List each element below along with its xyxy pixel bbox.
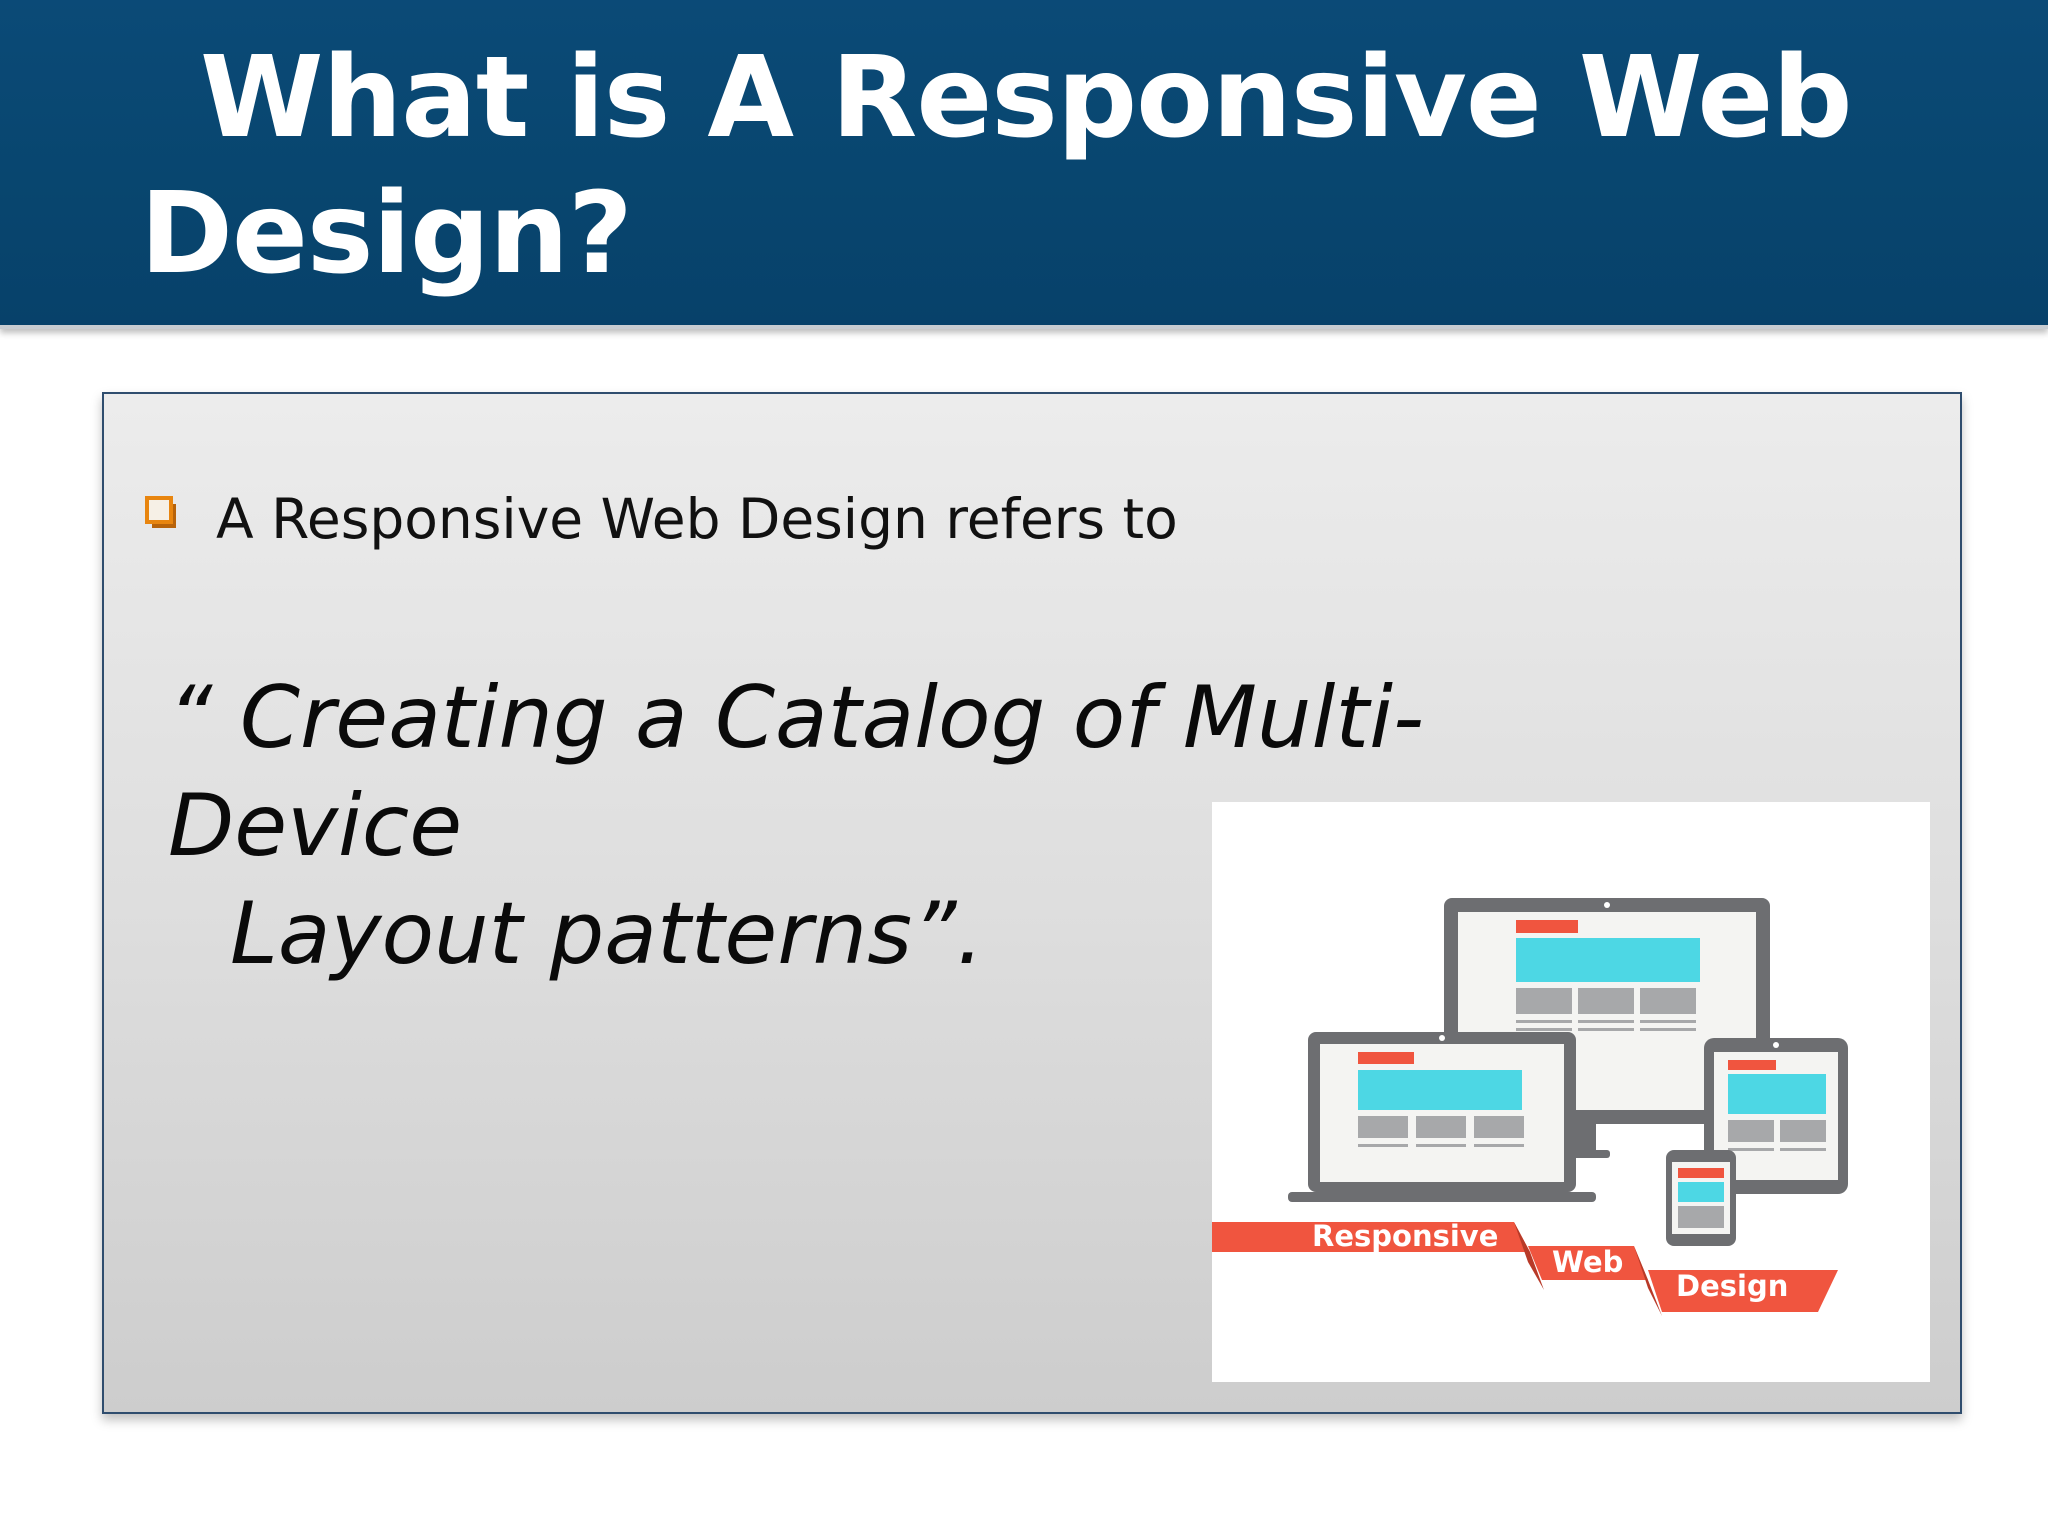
ribbon-word-responsive: Responsive (1312, 1219, 1498, 1253)
quote-line-2: Layout patterns”. (230, 884, 984, 984)
bullet-text: A Responsive Web Design refers to (216, 487, 1178, 551)
slide-title-line-2: Design? (140, 169, 633, 299)
hollow-square-bullet-icon (145, 496, 176, 528)
ribbon-word-web: Web (1552, 1245, 1623, 1279)
smartphone-icon (1666, 1150, 1736, 1246)
tablet-icon (1704, 1038, 1848, 1194)
bullet-item: A Responsive Web Design refers to (144, 484, 1178, 554)
laptop-icon (1288, 1032, 1596, 1202)
ribbon-banner: Responsive Web Design (1212, 1219, 1838, 1316)
title-bar: What is A Responsive Web Design? (0, 0, 2048, 325)
ribbon-word-design: Design (1676, 1269, 1788, 1303)
slide-title: What is A Responsive Web Design? (140, 30, 1940, 302)
responsive-devices-illustration: Responsive Web Design (1212, 802, 1930, 1382)
quote-text: “ Creating a Catalog of Multi-Device Lay… (168, 664, 1668, 988)
slide-title-line-1: What is A Responsive Web (200, 33, 1853, 163)
quote-line-1: “ Creating a Catalog of Multi-Device (168, 668, 1425, 876)
